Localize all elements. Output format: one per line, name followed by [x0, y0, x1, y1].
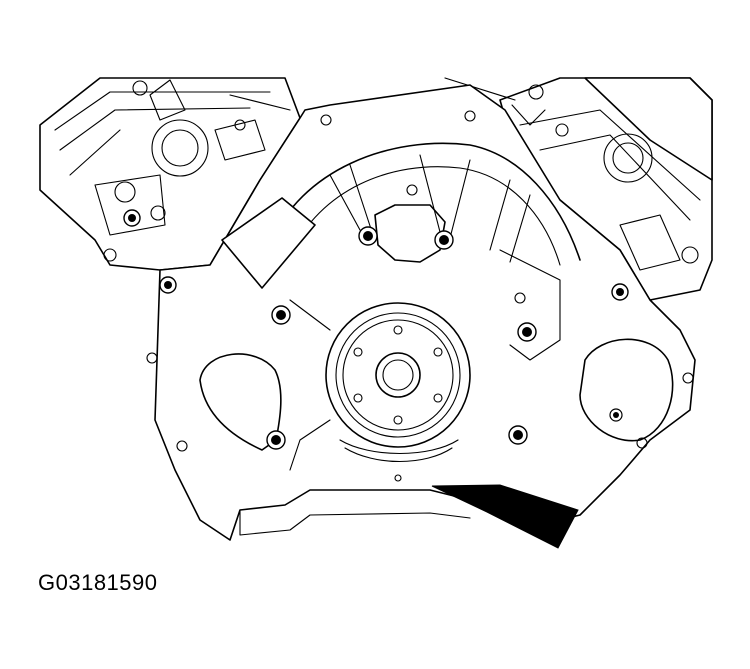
figure-id-label: G03181590: [38, 570, 158, 595]
cover-bolts: [123, 209, 629, 450]
pointer-arrow: [431, 484, 579, 549]
crankshaft-seal: [325, 302, 471, 462]
front-cover-plate: [154, 84, 696, 541]
side-openings: [199, 338, 674, 451]
seal-dowel-holes: [353, 325, 443, 425]
locating-holes: [146, 110, 694, 482]
